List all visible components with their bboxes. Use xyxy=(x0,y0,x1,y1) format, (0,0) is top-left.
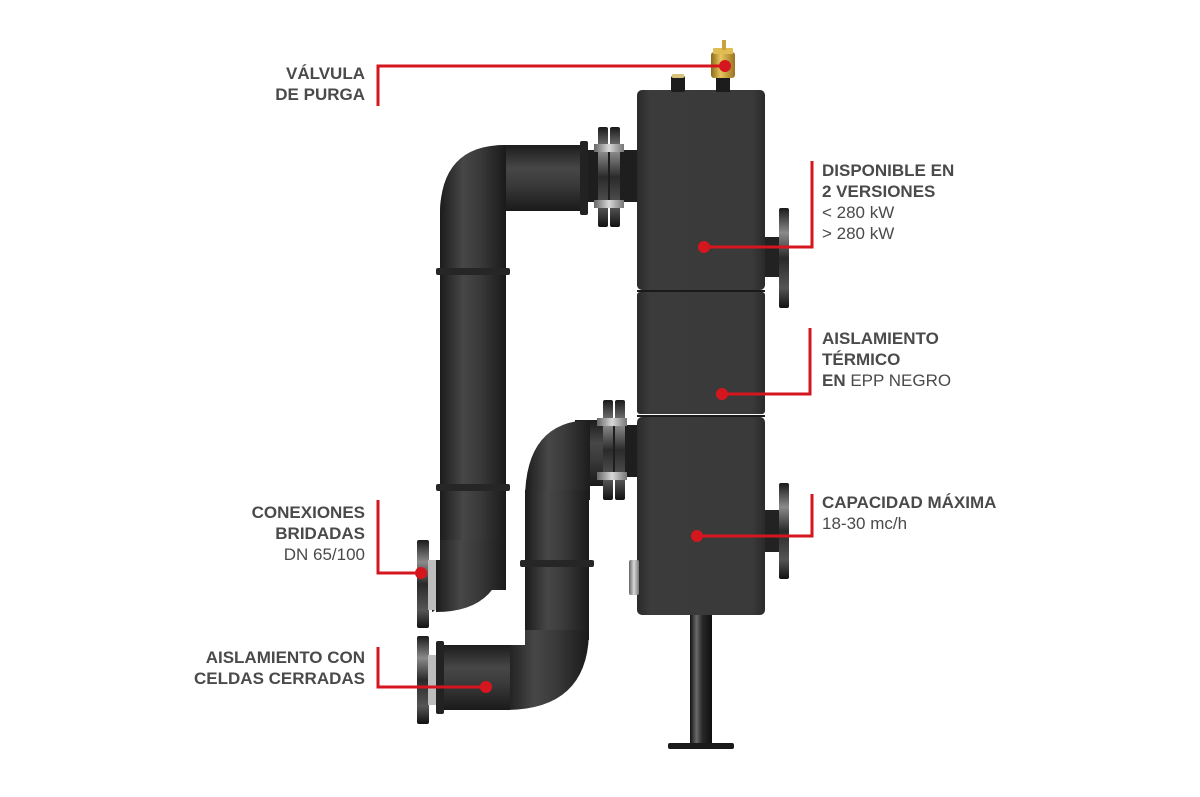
purge-valve xyxy=(711,40,735,78)
callout-line: TÉRMICO xyxy=(822,350,901,369)
callout-line: EN EPP NEGRO xyxy=(822,370,1042,391)
middle-flange xyxy=(597,400,642,500)
callout-closed-cell-insulation: AISLAMIENTO CON CELDAS CERRADAS xyxy=(150,647,365,689)
left-upper-flange xyxy=(417,540,436,628)
dot-closed-cell-insulation xyxy=(480,681,492,693)
callout-line: DE PURGA xyxy=(275,85,365,104)
dot-thermal-insulation xyxy=(716,388,728,400)
leader-versions xyxy=(704,161,814,249)
callout-line: BRIDADAS xyxy=(275,524,365,543)
leader-purge-valve xyxy=(376,64,725,106)
callout-thermal-insulation: AISLAMIENTO TÉRMICO EN EPP NEGRO xyxy=(822,328,1042,391)
callout-flanged-connections: CONEXIONES BRIDADAS DN 65/100 xyxy=(200,502,365,565)
callout-dots xyxy=(415,60,731,693)
callout-line: VÁLVULA xyxy=(285,64,365,83)
right-lower-flange xyxy=(765,483,789,579)
leader-flanged-connections xyxy=(376,500,421,575)
upper-flange xyxy=(588,127,638,227)
dot-flanged-connections xyxy=(415,567,427,579)
callout-purge-valve: VÁLVULA DE PURGA xyxy=(200,63,365,105)
callout-line: CONEXIONES xyxy=(251,503,365,522)
callout-line-normal: EPP NEGRO xyxy=(845,371,952,390)
callout-leaders xyxy=(376,64,814,689)
callout-line: DISPONIBLE EN xyxy=(822,161,955,180)
callout-line: CAPACIDAD MÁXIMA xyxy=(822,493,997,512)
callout-line: 18-30 mc/h xyxy=(822,514,908,533)
dot-versions xyxy=(698,241,710,253)
callout-line: AISLAMIENTO xyxy=(822,329,939,348)
callout-line: DN 65/100 xyxy=(283,545,365,564)
callout-line: 2 VERSIONES xyxy=(822,182,936,201)
callout-max-capacity: CAPACIDAD MÁXIMA 18-30 mc/h xyxy=(822,492,1062,534)
callout-line-bold: EN xyxy=(822,371,846,390)
callout-line: AISLAMIENTO CON xyxy=(205,648,365,667)
upper-insulated-pipe xyxy=(432,141,588,612)
callout-versions: DISPONIBLE EN 2 VERSIONES < 280 kW > 280… xyxy=(822,160,1042,244)
leader-max-capacity xyxy=(697,494,814,538)
callout-line: > 280 kW xyxy=(822,224,895,243)
callout-line: CELDAS CERRADAS xyxy=(194,669,365,688)
separator-body xyxy=(629,90,765,615)
callout-line: < 280 kW xyxy=(822,203,895,222)
lower-insulated-pipe xyxy=(436,420,605,714)
dot-max-capacity xyxy=(691,530,703,542)
leader-closed-cell-insulation xyxy=(376,647,486,689)
dot-purge-valve xyxy=(719,60,731,72)
left-lower-flange xyxy=(417,636,436,724)
leader-thermal-insulation xyxy=(722,328,812,396)
right-upper-flange xyxy=(765,208,789,308)
support-leg xyxy=(668,615,734,749)
